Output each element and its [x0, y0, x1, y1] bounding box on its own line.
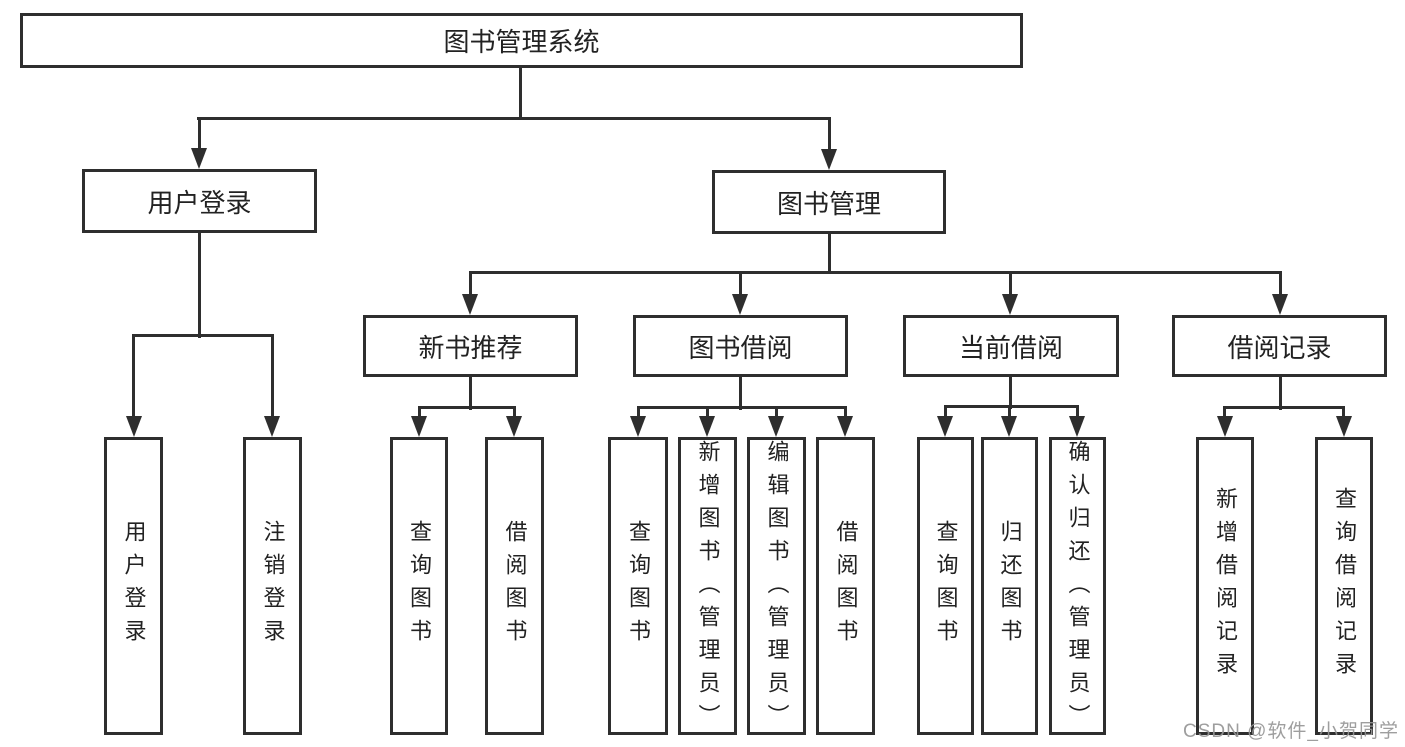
- arrow-down-icon: [768, 416, 784, 437]
- connector-line: [944, 405, 1079, 408]
- arrow-down-icon: [937, 416, 953, 437]
- connector-line: [828, 231, 831, 274]
- arrow-down-icon: [699, 416, 715, 437]
- connector-line: [132, 334, 135, 420]
- connector-line: [198, 117, 201, 153]
- connector-line: [469, 271, 472, 298]
- connector-line: [1342, 406, 1345, 420]
- leaf-query-borrow-record: 查询借阅记录: [1315, 437, 1373, 735]
- connector-line: [637, 406, 847, 409]
- arrow-down-icon: [1001, 416, 1017, 437]
- leaf-add-borrow-record: 新增借阅记录: [1196, 437, 1254, 735]
- node-library-management-system: 图书管理系统: [20, 13, 1023, 68]
- node-current-borrowing: 当前借阅: [903, 315, 1119, 377]
- arrow-down-icon: [411, 416, 427, 437]
- leaf-query-books-current: 查询图书: [917, 437, 974, 735]
- connector-line: [1076, 405, 1079, 420]
- watermark-text: CSDN @软件_小贺同学: [1183, 721, 1399, 742]
- arrow-down-icon: [1336, 416, 1352, 437]
- connector-line: [1009, 374, 1012, 409]
- connector-line: [198, 230, 201, 338]
- connector-line: [1223, 406, 1345, 409]
- connector-line: [1279, 374, 1282, 410]
- arrow-down-icon: [126, 416, 142, 437]
- connector-line: [418, 406, 516, 409]
- connector-line: [519, 65, 522, 119]
- leaf-query-books-borrow: 查询图书: [608, 437, 668, 735]
- arrow-down-icon: [191, 148, 207, 169]
- leaf-return-books: 归还图书: [981, 437, 1038, 735]
- node-book-borrowing: 图书借阅: [633, 315, 848, 377]
- connector-line: [1223, 406, 1226, 420]
- arrow-down-icon: [1217, 416, 1233, 437]
- arrow-down-icon: [1069, 416, 1085, 437]
- arrow-down-icon: [1002, 294, 1018, 315]
- connector-line: [271, 334, 274, 420]
- connector-line: [828, 117, 831, 154]
- arrow-down-icon: [837, 416, 853, 437]
- connector-line: [469, 271, 1282, 274]
- connector-line: [844, 406, 847, 420]
- connector-line: [1008, 405, 1011, 420]
- arrow-down-icon: [1272, 294, 1288, 315]
- connector-line: [513, 406, 516, 420]
- leaf-edit-books-admin: 编辑图书（管理员）: [747, 437, 806, 737]
- arrow-down-icon: [506, 416, 522, 437]
- leaf-confirm-return-admin: 确认归还（管理员）: [1049, 437, 1106, 737]
- leaf-borrow-books-recommend: 借阅图书: [485, 437, 544, 735]
- connector-line: [132, 334, 274, 337]
- node-borrowing-records: 借阅记录: [1172, 315, 1387, 377]
- arrow-down-icon: [264, 416, 280, 437]
- connector-line: [1009, 271, 1012, 298]
- connector-line: [418, 406, 421, 420]
- connector-line: [637, 406, 640, 420]
- connector-line: [739, 374, 742, 410]
- node-book-management: 图书管理: [712, 170, 946, 234]
- connector-line: [1279, 271, 1282, 298]
- connector-line: [469, 374, 472, 410]
- arrow-down-icon: [732, 294, 748, 315]
- connector-line: [775, 406, 778, 420]
- leaf-borrow-books-borrow: 借阅图书: [816, 437, 875, 735]
- leaf-user-login: 用户登录: [104, 437, 163, 735]
- leaf-logout-login: 注销登录: [243, 437, 302, 735]
- connector-line: [706, 406, 709, 420]
- leaf-query-books-recommend: 查询图书: [390, 437, 448, 735]
- arrow-down-icon: [630, 416, 646, 437]
- connector-line: [739, 271, 742, 298]
- leaf-add-books-admin: 新增图书（管理员）: [678, 437, 737, 737]
- connector-line: [197, 117, 831, 120]
- connector-line: [944, 405, 947, 420]
- node-user-login: 用户登录: [82, 169, 317, 233]
- arrow-down-icon: [821, 149, 837, 170]
- node-new-book-recommendation: 新书推荐: [363, 315, 578, 377]
- arrow-down-icon: [462, 294, 478, 315]
